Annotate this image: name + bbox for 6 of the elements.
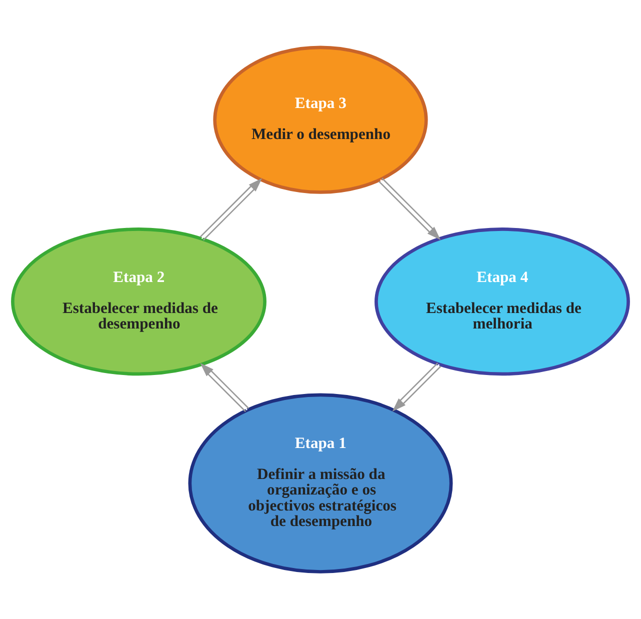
- arrow: [200, 363, 250, 412]
- node-ellipse: Etapa 1 Definir a missão da organização e os objectivos estratégicos de desempenho: [188, 393, 453, 574]
- arrow: [392, 362, 442, 412]
- node-ellipse: Etapa 3 Medir o desempenho: [213, 46, 428, 194]
- arrow: [200, 178, 262, 241]
- arrow: [378, 178, 441, 240]
